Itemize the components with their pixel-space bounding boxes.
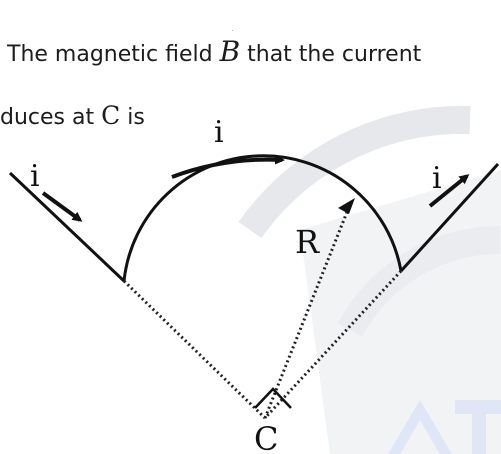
right-angle-marker	[254, 387, 292, 409]
question-line-1: The magnetic field →B that the current	[7, 30, 501, 74]
dotted-right-radius	[263, 269, 403, 420]
left-current-arrow	[41, 191, 83, 222]
watermark-letters	[388, 400, 501, 454]
arc-wire	[122, 154, 403, 282]
right-current-label: i	[432, 161, 442, 196]
right-current-arrow	[428, 174, 470, 208]
radius-arrowhead	[338, 198, 355, 214]
vector-arrow: →	[224, 30, 236, 50]
left-straight-wire	[8, 171, 126, 283]
arc-current-arrow	[171, 154, 285, 179]
arc-current-label: i	[214, 115, 224, 150]
question-line-2: duces at C is	[0, 96, 145, 136]
dotted-lines	[122, 206, 403, 420]
watermark-block	[300, 170, 501, 454]
question-text-end: that the current	[240, 42, 422, 67]
vector-b: →B	[220, 30, 241, 74]
center-label: C	[254, 420, 278, 454]
point-c-symbol: C	[101, 101, 121, 130]
left-current-label: i	[30, 159, 40, 194]
dotted-left-radius	[122, 279, 267, 420]
question-text-tail: is	[120, 105, 145, 130]
question-text-continued: duces at	[0, 105, 102, 130]
question-text-start: The magnetic field	[7, 42, 220, 67]
right-straight-wire	[399, 162, 500, 273]
vector-b-symbol: B	[219, 35, 241, 68]
radius-label: R	[295, 223, 320, 261]
